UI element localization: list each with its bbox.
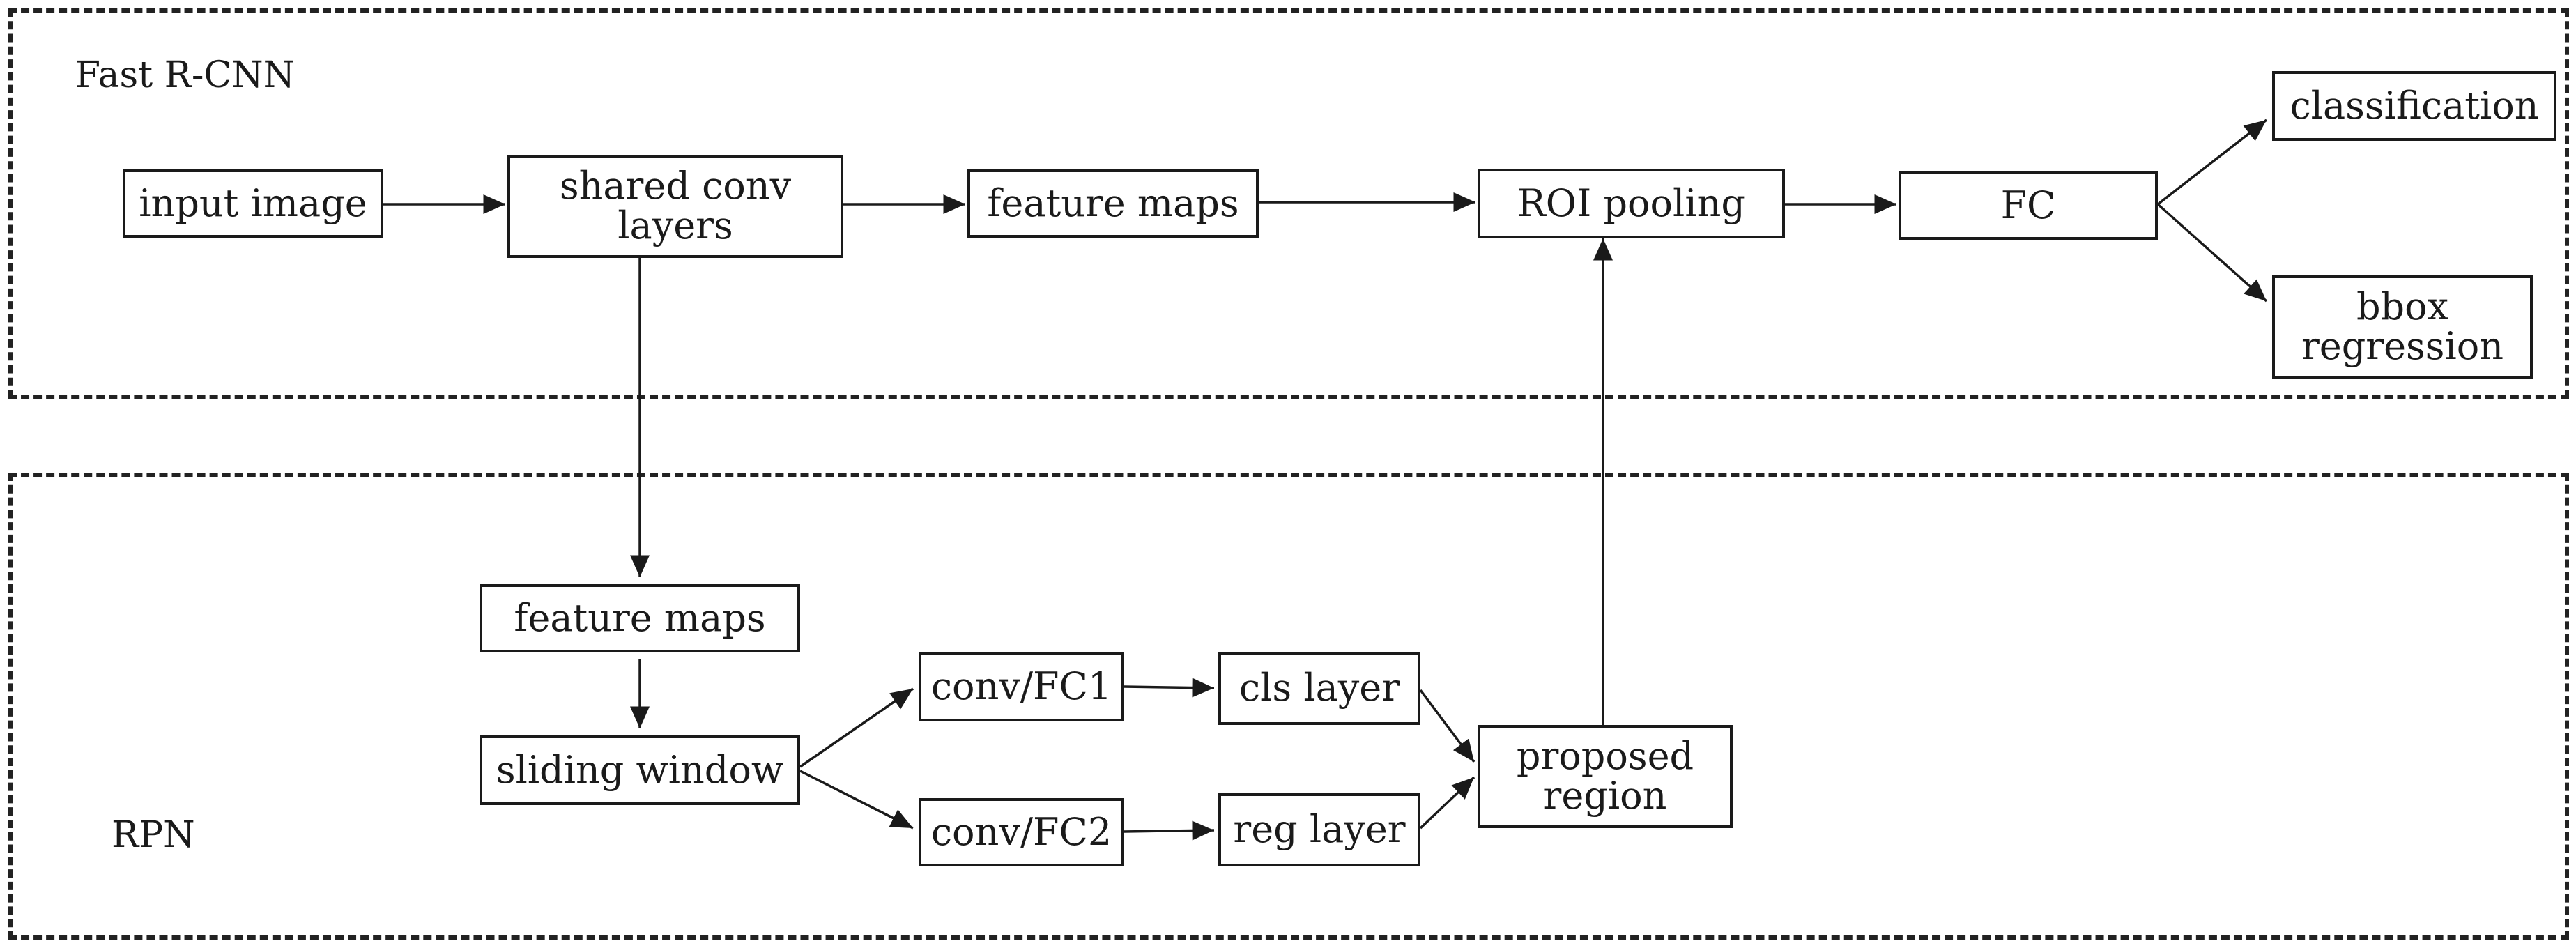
node-classification-label: classification [2290, 83, 2539, 128]
node-feature-maps-top-label: feature maps [987, 181, 1239, 225]
node-sliding-window: sliding window [480, 735, 800, 805]
node-reg-layer-label: reg layer [1233, 807, 1406, 852]
edge-sliding-to-convfc2 [799, 770, 914, 830]
node-roi-pooling: ROI pooling [1478, 169, 1785, 238]
node-feature-maps-rpn: feature maps [480, 584, 800, 652]
node-reg-layer: reg layer [1218, 793, 1420, 866]
node-proposed-region-label: proposed region [1516, 734, 1694, 818]
node-cls-layer-label: cls layer [1239, 666, 1400, 710]
node-input-image: input image [123, 169, 383, 238]
fast-rcnn-region [8, 8, 2569, 399]
node-conv-fc2-label: conv/FC2 [930, 809, 1112, 854]
node-cls-layer: cls layer [1218, 652, 1420, 725]
edge-convfc1-to-cls [1124, 678, 1215, 698]
node-sliding-window-label: sliding window [496, 747, 784, 792]
node-feature-maps-top: feature maps [967, 169, 1259, 238]
node-shared-conv-layers-label: shared conv layers [559, 164, 792, 247]
node-fc: FC [1899, 171, 2158, 240]
node-proposed-region: proposed region [1478, 725, 1733, 828]
fast-rcnn-label: Fast R-CNN [75, 54, 296, 96]
edge-fc-to-classification [2156, 118, 2268, 206]
node-shared-conv-layers: shared conv layers [507, 155, 843, 258]
node-bbox-regression: bbox regression [2272, 275, 2533, 379]
edge-convfc2-to-reg [1124, 820, 1215, 841]
edge-sliding-to-convfc1 [799, 687, 914, 768]
edge-cls-to-proposed [1419, 689, 1475, 763]
edge-reg-to-proposed [1419, 776, 1475, 830]
edge-fc-to-bbox [2156, 203, 2268, 303]
rpn-region [8, 473, 2569, 940]
node-feature-maps-rpn-label: feature maps [514, 595, 766, 640]
node-conv-fc1-label: conv/FC1 [930, 664, 1112, 708]
rpn-label: RPN [112, 814, 195, 856]
node-classification: classification [2272, 71, 2556, 141]
node-roi-pooling-label: ROI pooling [1517, 181, 1745, 225]
node-fc-label: FC [2000, 183, 2056, 227]
node-conv-fc1: conv/FC1 [919, 652, 1124, 721]
node-bbox-regression-label: bbox regression [2301, 284, 2504, 368]
node-input-image-label: input image [139, 181, 367, 225]
node-conv-fc2: conv/FC2 [919, 798, 1124, 866]
